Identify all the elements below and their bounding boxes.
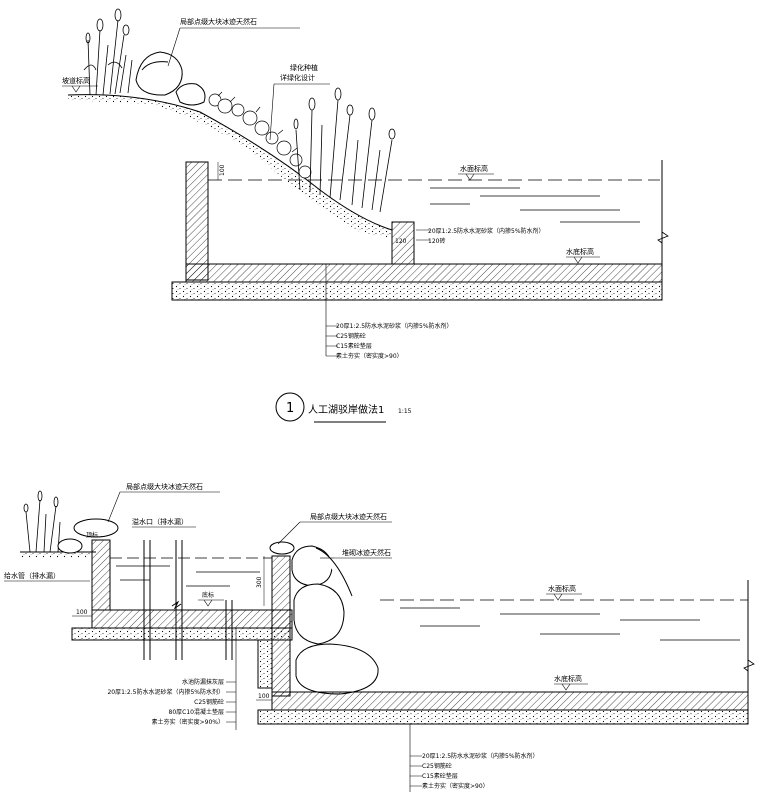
water-surface-1 bbox=[208, 179, 660, 223]
rock-label-1: 局部点缀大块冰迹天然石 bbox=[180, 17, 257, 26]
water-surface-2a bbox=[110, 557, 272, 587]
overflow-label: 溢水口（排水漏） bbox=[132, 517, 188, 526]
rocks-slope bbox=[135, 51, 206, 106]
base-label: 底标 bbox=[202, 591, 214, 599]
rock-label-right-2: 局部点缀大块冰迹天然石 bbox=[310, 512, 387, 521]
right-layer-1: 20厚1:2.5防水水泥砂浆（内掺5%防水剂） bbox=[422, 752, 539, 760]
layer-notes-1: 20厚1:2.5防水水泥砂浆（内掺5%防水剂） C25钢筋砼 C15素砼垫层 素… bbox=[325, 264, 453, 360]
layer-1-2: C25钢筋砼 bbox=[336, 332, 366, 340]
planting-label-1: 绿化种植 bbox=[290, 63, 318, 72]
water-level-label-2: 水面标高 bbox=[548, 584, 576, 593]
bottom-level-label-1: 水底标高 bbox=[566, 247, 594, 256]
slab-2a bbox=[91, 609, 293, 629]
title-block-1: 1 人工湖驳岸做法1 1:15 bbox=[275, 392, 412, 423]
left-layer-1: 水池防漏抹灰层 bbox=[182, 678, 224, 686]
reeds-left-2 bbox=[23, 490, 61, 553]
left-wall-2 bbox=[91, 539, 111, 611]
callout-stack: 堆砌冰迹天然石 bbox=[320, 548, 392, 559]
water-surface-2b bbox=[380, 599, 748, 641]
rocks-left-2 bbox=[57, 518, 119, 554]
left-layer-5: 素土夯实（密实度>90%） bbox=[152, 718, 224, 726]
callout-rock-left-2: 局部点缀大块冰迹天然石 bbox=[107, 482, 220, 523]
rock-label-left-2: 局部点缀大块冰迹天然石 bbox=[126, 482, 203, 491]
right-layer-notes: 20厚1:2.5防水水泥砂浆（内掺5%防水剂） C25钢筋砼 C15素砼垫层 素… bbox=[409, 724, 539, 792]
mid-base bbox=[257, 639, 273, 689]
layer-1-1: 20厚1:2.5防水水泥砂浆（内掺5%防水剂） bbox=[336, 322, 453, 330]
left-layer-3: C25钢筋砼 bbox=[194, 698, 224, 706]
slope-soil bbox=[68, 94, 392, 238]
base-2b bbox=[257, 709, 749, 725]
middle-wall bbox=[271, 555, 291, 697]
section-1: 局部点缀大块冰迹天然石 坡道标高 绿化种植 详绿化设计 水面标高 水底标高 10… bbox=[62, 8, 669, 423]
water-level-label-1: 水面标高 bbox=[460, 164, 488, 173]
callout-water-level-2: 水面标高 bbox=[546, 584, 582, 601]
callout-slope-level: 坡道标高 bbox=[62, 76, 98, 93]
scale-1: 1:15 bbox=[398, 408, 412, 415]
base-1 bbox=[171, 281, 663, 301]
slab-2b bbox=[271, 691, 749, 711]
curb-notes: 20厚1:2.5防水水泥砂浆（内掺5%防水剂） 120砖 bbox=[416, 227, 545, 245]
callout-base-level: 底标 bbox=[198, 591, 224, 607]
pipe-label: 给水管（排水漏） bbox=[4, 571, 60, 580]
dim-100-b: 100 bbox=[258, 693, 270, 700]
top-label: 顶标 bbox=[86, 531, 98, 539]
title-1: 人工湖驳岸做法1 bbox=[308, 403, 384, 416]
slope-level-label: 坡道标高 bbox=[62, 76, 90, 85]
shrubs-slope bbox=[208, 91, 312, 179]
left-layer-4: 80厚C10混凝土垫层 bbox=[169, 708, 224, 716]
stack-label: 堆砌冰迹天然石 bbox=[342, 548, 391, 557]
dim-100-s1: 100 bbox=[219, 164, 226, 176]
layer-1-3: C15素砼垫层 bbox=[336, 342, 372, 350]
left-layer-notes: 水池防漏抹灰层 20厚1:2.5防水水泥砂浆（内掺5%防水剂） C25钢筋砼 8… bbox=[107, 628, 237, 730]
dim-100-a: 100 bbox=[76, 609, 88, 616]
curb-note-2: 120砖 bbox=[428, 237, 445, 245]
callout-rock-right-2: 局部点缀大块冰迹天然石 bbox=[277, 512, 392, 545]
dim-120-s1: 120 bbox=[395, 238, 407, 245]
right-layer-2: C25钢筋砼 bbox=[422, 762, 452, 770]
right-layer-4: 素土夯实（密实度>90） bbox=[422, 782, 489, 790]
pipes bbox=[143, 540, 233, 660]
right-layer-3: C15素砼垫层 bbox=[422, 772, 458, 780]
layer-1-4: 素土夯实（密实度>90） bbox=[336, 352, 403, 360]
left-wall bbox=[185, 161, 209, 281]
left-layer-2: 20厚1:2.5防水水泥砂浆（内掺5%防水剂） bbox=[107, 688, 224, 696]
curb-note-1: 20厚1:2.5防水水泥砂浆（内掺5%防水剂） bbox=[428, 227, 545, 235]
rock-stack bbox=[269, 541, 379, 695]
callout-bottom-level-1: 水底标高 bbox=[566, 247, 600, 264]
callout-bottom-level-2: 水底标高 bbox=[554, 674, 588, 691]
callout-water-level-1: 水面标高 bbox=[458, 164, 494, 181]
bottom-level-label-2: 水底标高 bbox=[554, 674, 582, 683]
dim-300: 300 bbox=[256, 576, 263, 588]
section-2: 局部点缀大块冰迹天然石 溢水口（排水漏） 给水管（排水漏） 顶标 局部点缀大块冰… bbox=[4, 482, 755, 792]
slab-1 bbox=[185, 263, 663, 283]
title-number-1: 1 bbox=[286, 401, 294, 416]
planting-label-2: 详绿化设计 bbox=[280, 73, 315, 82]
reeds-left bbox=[83, 8, 133, 96]
callout-planting: 绿化种植 详绿化设计 bbox=[269, 63, 330, 141]
callout-rock-1: 局部点缀大块冰迹天然石 bbox=[167, 17, 300, 67]
